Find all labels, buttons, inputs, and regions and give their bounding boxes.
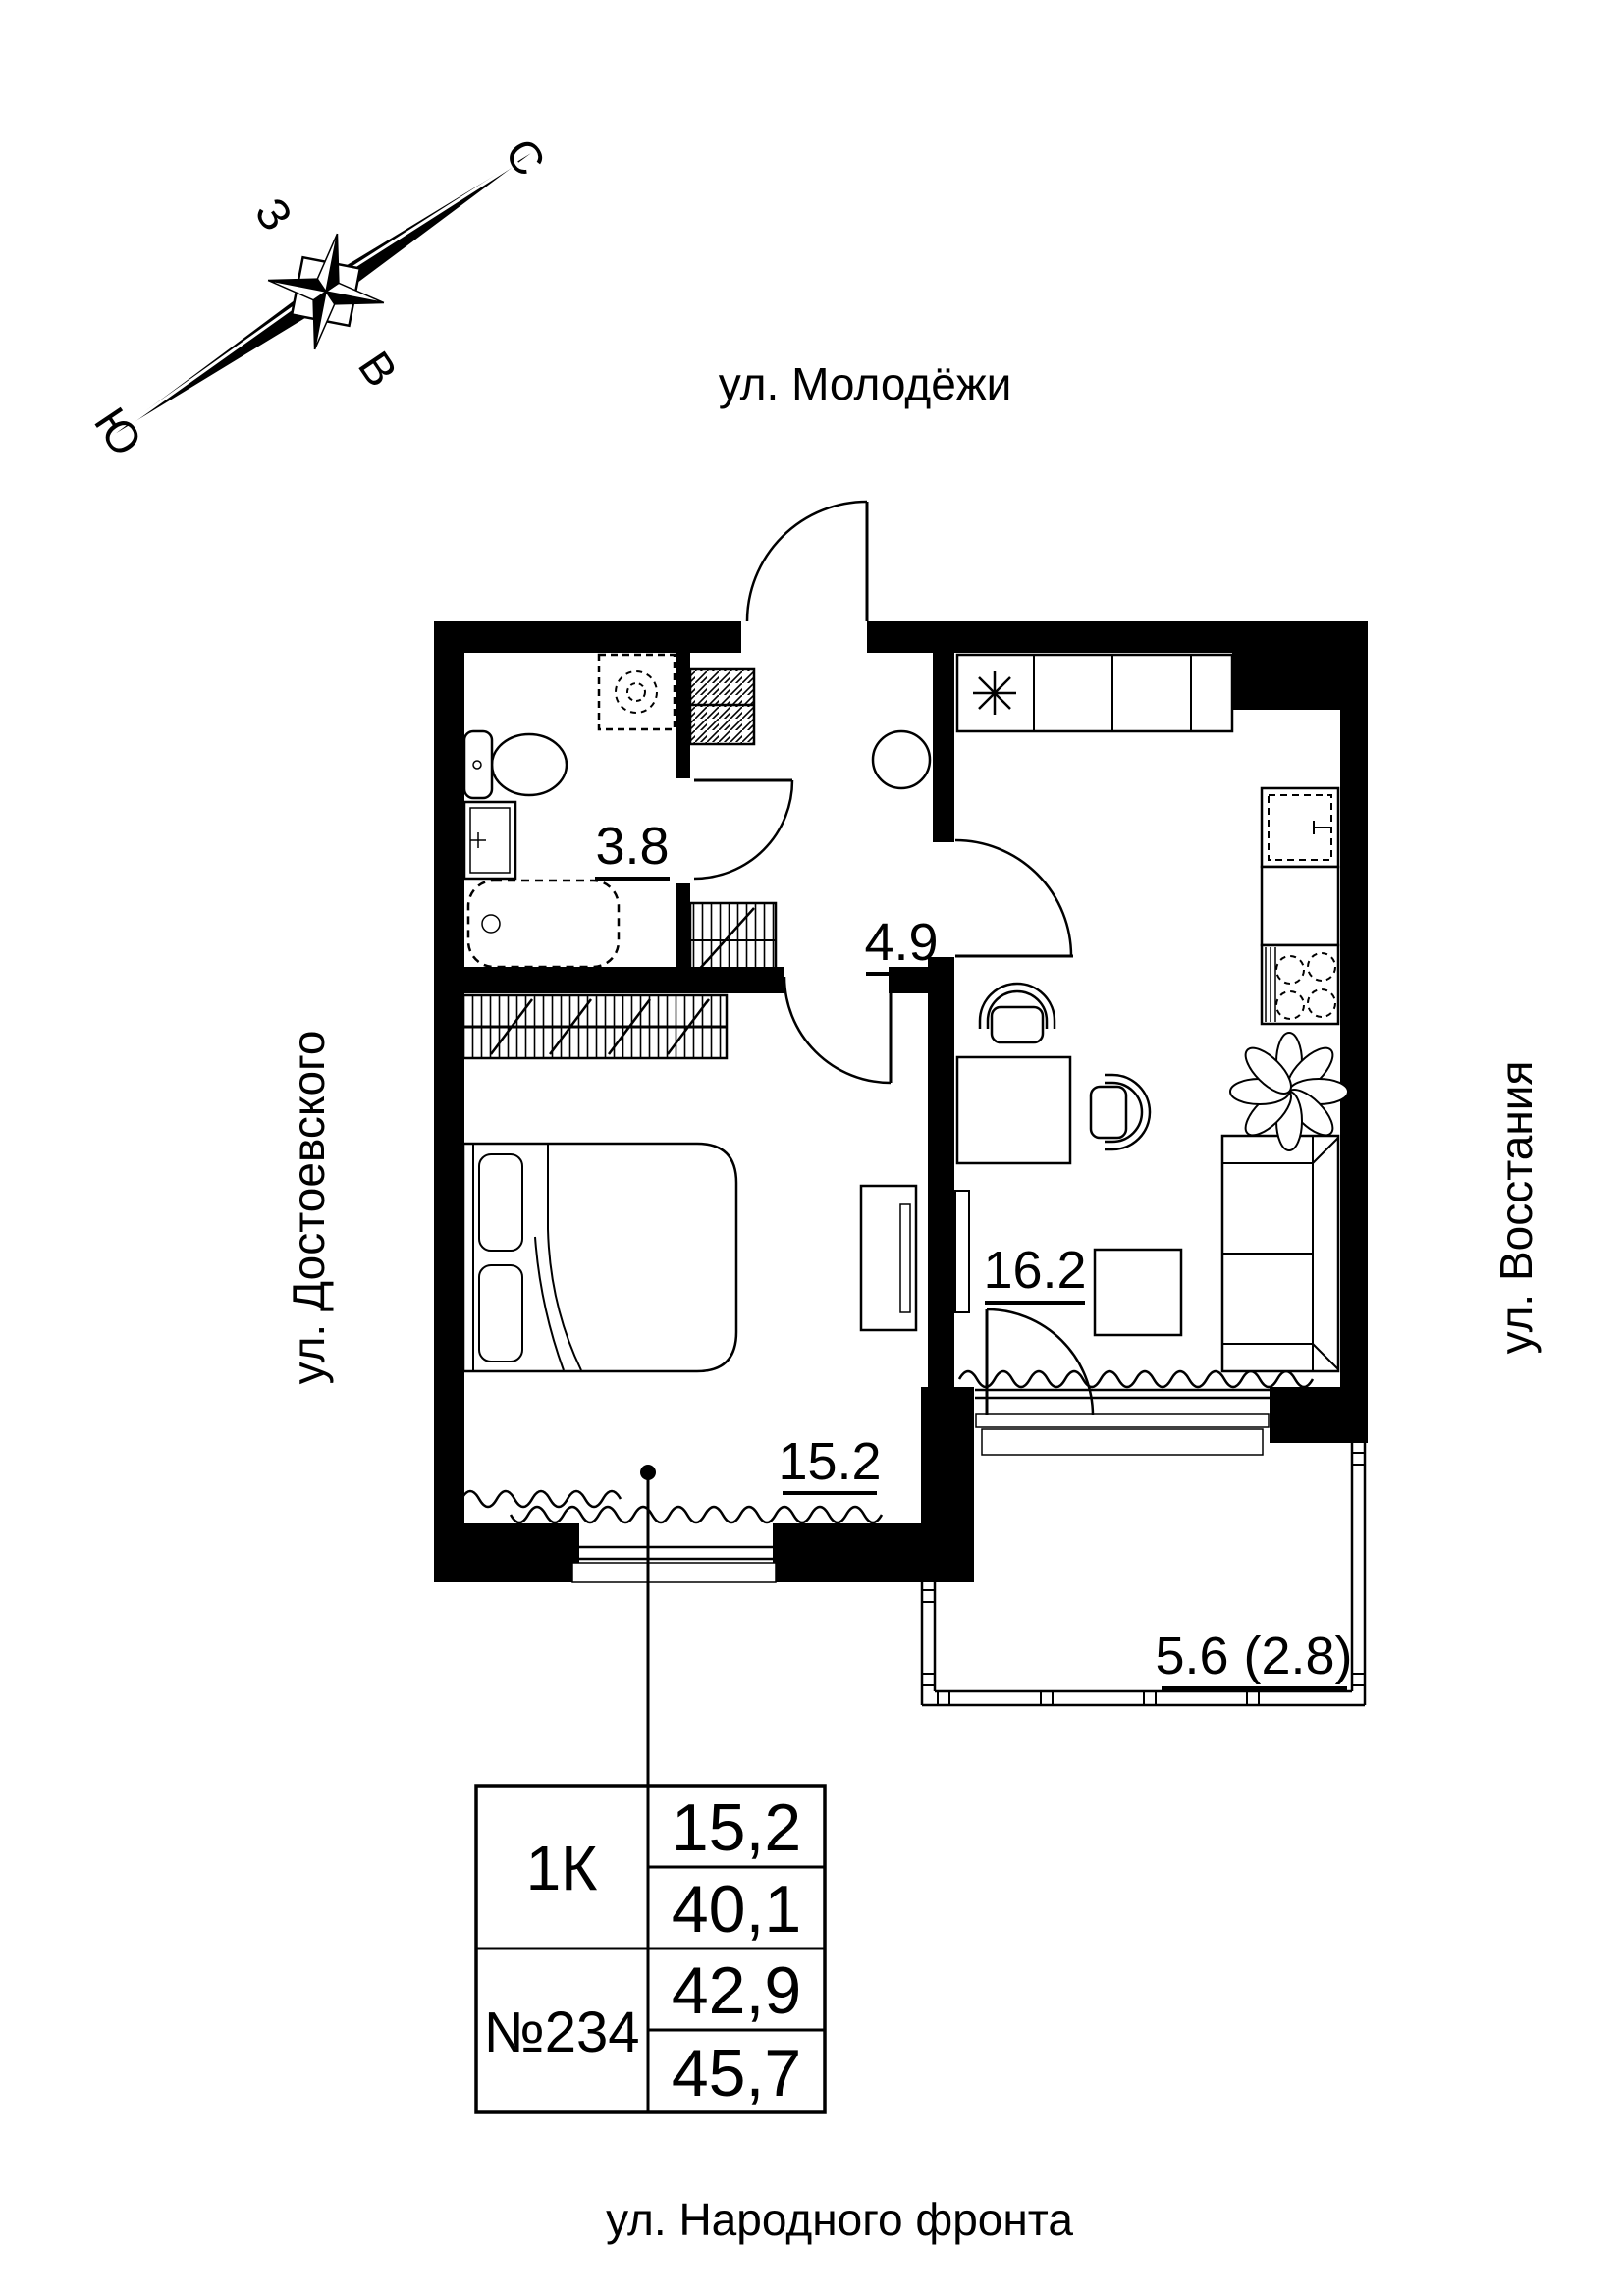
kitchen-sink-unit	[1260, 786, 1340, 869]
info-table: 1К №234 15,2 40,1 42,9 45,7	[474, 1784, 827, 2114]
sofa	[1220, 1134, 1340, 1373]
living-window	[975, 1388, 1270, 1456]
living-furniture	[954, 982, 1349, 1373]
hall-stool	[871, 729, 932, 790]
street-bottom: ул. Народного фронта	[606, 2194, 1073, 2245]
chair-right	[1089, 1073, 1152, 1151]
apartment-type: 1К	[526, 1833, 598, 1903]
street-left: ул. Достоевского	[283, 1031, 334, 1385]
balcony-door	[985, 1308, 1095, 1416]
table-value-area2: 40,1	[672, 1872, 801, 1947]
bathroom-sink	[462, 800, 517, 881]
kitchen-fixtures	[955, 653, 1340, 1026]
entrance-door	[745, 500, 869, 622]
walls	[434, 621, 1368, 1582]
compass-rose: С З В Ю	[84, 130, 556, 465]
bedroom-window	[571, 1545, 777, 1583]
wardrobe	[458, 993, 729, 1060]
compass-west-label: З	[245, 188, 303, 240]
leader-line	[640, 1465, 656, 1786]
kitchen-counter-top	[955, 653, 1234, 733]
hall-closet-top	[688, 667, 756, 746]
coffee-table	[1093, 1248, 1183, 1337]
chair-top	[978, 982, 1056, 1044]
hall-fixtures	[688, 667, 932, 979]
table-value-living: 15,2	[672, 1790, 801, 1865]
desk	[955, 1055, 1072, 1165]
washing-machine	[597, 653, 676, 731]
balcony-area-label: 5.6 (2.8)	[1155, 1627, 1352, 1685]
street-right: ул. Восстания	[1490, 1061, 1542, 1355]
bathroom-door	[693, 778, 794, 881]
bedroom-door	[783, 976, 893, 1085]
bathroom-fixtures	[462, 653, 676, 969]
room-area-labels: 3.8 4.9 16.2 15.2 5.6 (2.8)	[595, 817, 1353, 1690]
street-top: ул. Молодёжи	[719, 358, 1012, 409]
compass-north-label: С	[495, 130, 556, 186]
vent-icon	[973, 671, 1016, 715]
balcony-glazing	[920, 1443, 1367, 1707]
kitchen-door	[954, 838, 1073, 958]
curtain-waves	[460, 1369, 1315, 1524]
compass-star	[267, 233, 385, 350]
compass-east-label: В	[349, 342, 407, 396]
tv	[954, 1190, 970, 1313]
bathtub	[466, 879, 621, 969]
doors	[693, 500, 1095, 1416]
bathroom-area-label: 3.8	[595, 817, 669, 876]
table-value-area3: 42,9	[672, 1953, 801, 2028]
hall-area-label: 4.9	[864, 913, 938, 972]
bedroom-area-label: 15.2	[778, 1432, 881, 1491]
apartment-number: №234	[484, 2001, 640, 2064]
plant	[1229, 1032, 1349, 1151]
hall-closet-bottom	[688, 901, 778, 979]
table-value-area4: 45,7	[672, 2036, 801, 2110]
dresser	[859, 1184, 918, 1332]
bed	[461, 1142, 738, 1373]
bedroom-furniture	[458, 993, 918, 1373]
kitchen-stove	[1260, 943, 1340, 1026]
kitchen-counter-cell	[1260, 865, 1340, 947]
kitchen-living-area-label: 16.2	[983, 1241, 1086, 1300]
compass-south-label: Ю	[84, 399, 152, 465]
toilet	[462, 729, 568, 800]
